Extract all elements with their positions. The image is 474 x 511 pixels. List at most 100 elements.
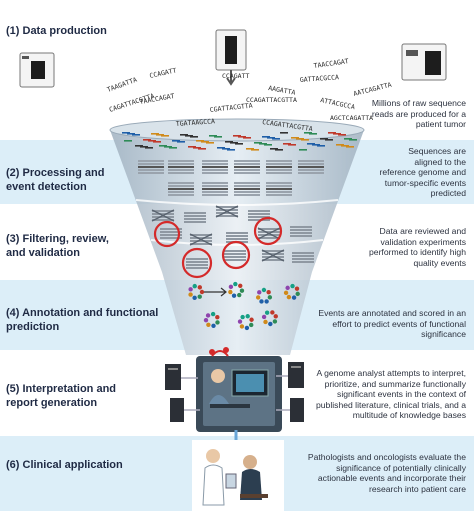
read-fragment (161, 135, 169, 137)
read-fragment (185, 135, 193, 137)
read-fragment (169, 147, 177, 149)
read-fragment (156, 134, 164, 136)
read-fragment (254, 142, 262, 144)
filter-block (248, 210, 270, 221)
read-fragment (227, 149, 235, 151)
filter-block (292, 252, 314, 263)
stage-description-6: Pathologists and oncologists evaluate th… (307, 452, 466, 494)
annotation-node (249, 322, 254, 328)
read-fragment (304, 132, 312, 134)
sequencer-icon-center (215, 29, 247, 86)
alignment-block (234, 160, 260, 174)
annotation-node (261, 314, 267, 320)
sequence-read: TAACCAGAT (313, 57, 349, 70)
annotation-node (257, 290, 262, 295)
annotation-node (231, 293, 237, 298)
read-fragment (349, 139, 357, 141)
annotation-node (255, 295, 261, 300)
annotation-node (197, 285, 203, 290)
read-fragment (296, 138, 304, 140)
read-fragment (233, 135, 241, 137)
read-fragment (264, 144, 272, 146)
read-fragment (145, 147, 153, 149)
annotation-node (244, 325, 250, 331)
sequence-read: AGCTCAGATTA (330, 114, 373, 122)
annotation-node (210, 311, 216, 317)
annotation-node (237, 292, 242, 298)
read-fragment (267, 137, 275, 139)
annotation-node (245, 314, 250, 319)
alignment-block (202, 182, 228, 196)
annotation-node (266, 290, 271, 295)
read-fragment (301, 139, 309, 141)
read-fragment (333, 133, 341, 135)
filter-block (186, 258, 208, 269)
filter-block (257, 227, 281, 240)
annotation-node (290, 283, 295, 289)
alignment-blocks (138, 160, 324, 196)
read-fragment (140, 146, 148, 148)
stage-title-2: (2) Processing and event detection (6, 167, 105, 193)
stage-title-1: (1) Data production (6, 25, 107, 37)
analyst-workstation (196, 347, 282, 432)
read-fragment (206, 142, 214, 144)
read-fragment (172, 140, 180, 142)
read-fragment (124, 140, 132, 142)
sequence-read: TAAGATTA (106, 76, 138, 94)
read-fragment (251, 149, 259, 151)
annotation-node (228, 289, 233, 295)
annotation-node (206, 322, 211, 327)
alignment-block (168, 160, 194, 174)
read-fragment (328, 132, 336, 134)
annotation-node (249, 317, 254, 322)
read-fragment (338, 134, 346, 136)
read-fragment (259, 143, 267, 145)
read-fragment (235, 143, 243, 145)
funnel-rim (109, 118, 365, 142)
annotation-node (237, 319, 243, 324)
read-fragment (325, 139, 333, 141)
read-fragment (201, 141, 209, 143)
annotation-node (264, 310, 270, 315)
annotation-node (239, 324, 245, 329)
annotation-node (192, 295, 197, 301)
read-fragment (222, 148, 230, 150)
sequence-read: GATTACGCCA (300, 73, 340, 84)
annotation-node (270, 310, 275, 315)
annotation-node (259, 299, 264, 304)
annotation-node (188, 292, 193, 297)
read-fragment (164, 146, 172, 148)
read-fragment (280, 132, 288, 134)
filter-block (160, 228, 182, 239)
sequence-read: TGATAAGCCA (176, 117, 216, 128)
annotation-node (205, 313, 211, 318)
read-fragment (151, 133, 159, 135)
filter-block (184, 212, 206, 223)
alignment-block (168, 182, 194, 196)
stage-description-1: Millions of raw sequence reads are produ… (371, 98, 466, 129)
read-fragment (217, 147, 225, 149)
stage-description-4: Events are annotated and scored in an ef… (318, 308, 466, 339)
annotation-node (295, 291, 300, 297)
read-fragment (198, 148, 206, 150)
annotation-node (294, 286, 300, 291)
read-fragment (214, 136, 222, 138)
alignment-block (234, 182, 260, 196)
read-fragment (143, 139, 151, 141)
read-fragment (193, 147, 201, 149)
annotation-node (240, 314, 245, 320)
stage-description-2: Sequences are aligned to the reference g… (379, 146, 466, 198)
alignment-block (266, 160, 292, 174)
read-fragment (122, 132, 130, 134)
filter-block (224, 250, 246, 261)
read-fragment (346, 146, 354, 148)
sequence-read: CCAGATT (222, 72, 249, 80)
read-fragment (272, 138, 280, 140)
annotation-node (263, 319, 268, 325)
sequence-read: AATCAGATTA (353, 81, 393, 98)
read-fragment (320, 138, 328, 140)
read-fragment (238, 136, 246, 138)
annotation-node (273, 314, 278, 319)
sequencer-icon-left (19, 52, 55, 88)
